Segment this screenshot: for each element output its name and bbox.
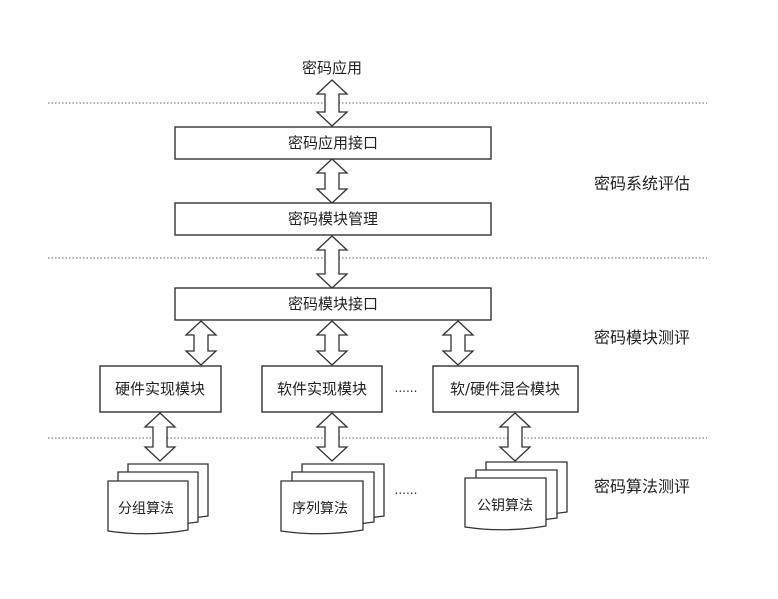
- doc-stack-group-algorithm: 分组算法: [107, 463, 209, 535]
- side-label-module-evaluation: 密码模块测评: [594, 328, 690, 347]
- arrow-interface-to-hw: [184, 320, 218, 366]
- arrow-interface-to-hybrid: [441, 320, 475, 366]
- label-app-interface: 密码应用接口: [288, 134, 378, 152]
- label-hardware-module: 硬件实现模块: [115, 380, 205, 398]
- arrow-sw-to-sequence-algo: [315, 412, 349, 462]
- side-label-algorithm-evaluation: 密码算法测评: [594, 477, 690, 496]
- doc-stack-public-key-algorithm: 公钥算法: [464, 461, 568, 531]
- arrow-hw-to-group-algo: [143, 412, 177, 462]
- box-app-interface: [174, 126, 492, 160]
- box-hardware-module: [99, 365, 222, 413]
- box-module-management: [174, 202, 492, 236]
- doc-stack-sequence-algorithm: 序列算法: [280, 463, 385, 535]
- label-software-module: 软件实现模块: [277, 380, 367, 398]
- ellipsis-algorithms: ......: [395, 483, 418, 497]
- label-group-algorithm: 分组算法: [118, 501, 174, 517]
- label-hybrid-module: 软/硬件混合模块: [450, 380, 560, 398]
- box-software-module: [261, 365, 383, 413]
- label-module-interface: 密码模块接口: [288, 295, 378, 313]
- box-module-interface: [174, 287, 492, 321]
- box-hybrid-module: [432, 365, 579, 413]
- arrow-interface-to-sw: [315, 320, 349, 366]
- arrow-interface-to-mgmt: [315, 158, 349, 204]
- label-public-key-algorithm: 公钥算法: [477, 498, 533, 514]
- label-module-management: 密码模块管理: [288, 210, 378, 228]
- label-sequence-algorithm: 序列算法: [292, 501, 348, 517]
- side-label-system-evaluation: 密码系统评估: [594, 174, 690, 193]
- arrow-mgmt-to-module-interface: [315, 235, 349, 289]
- top-label-crypto-application: 密码应用: [302, 59, 362, 77]
- arrow-hybrid-to-pubkey-algo: [498, 412, 532, 462]
- arrow-app-to-interface: [315, 79, 349, 127]
- ellipsis-modules: ......: [395, 381, 418, 395]
